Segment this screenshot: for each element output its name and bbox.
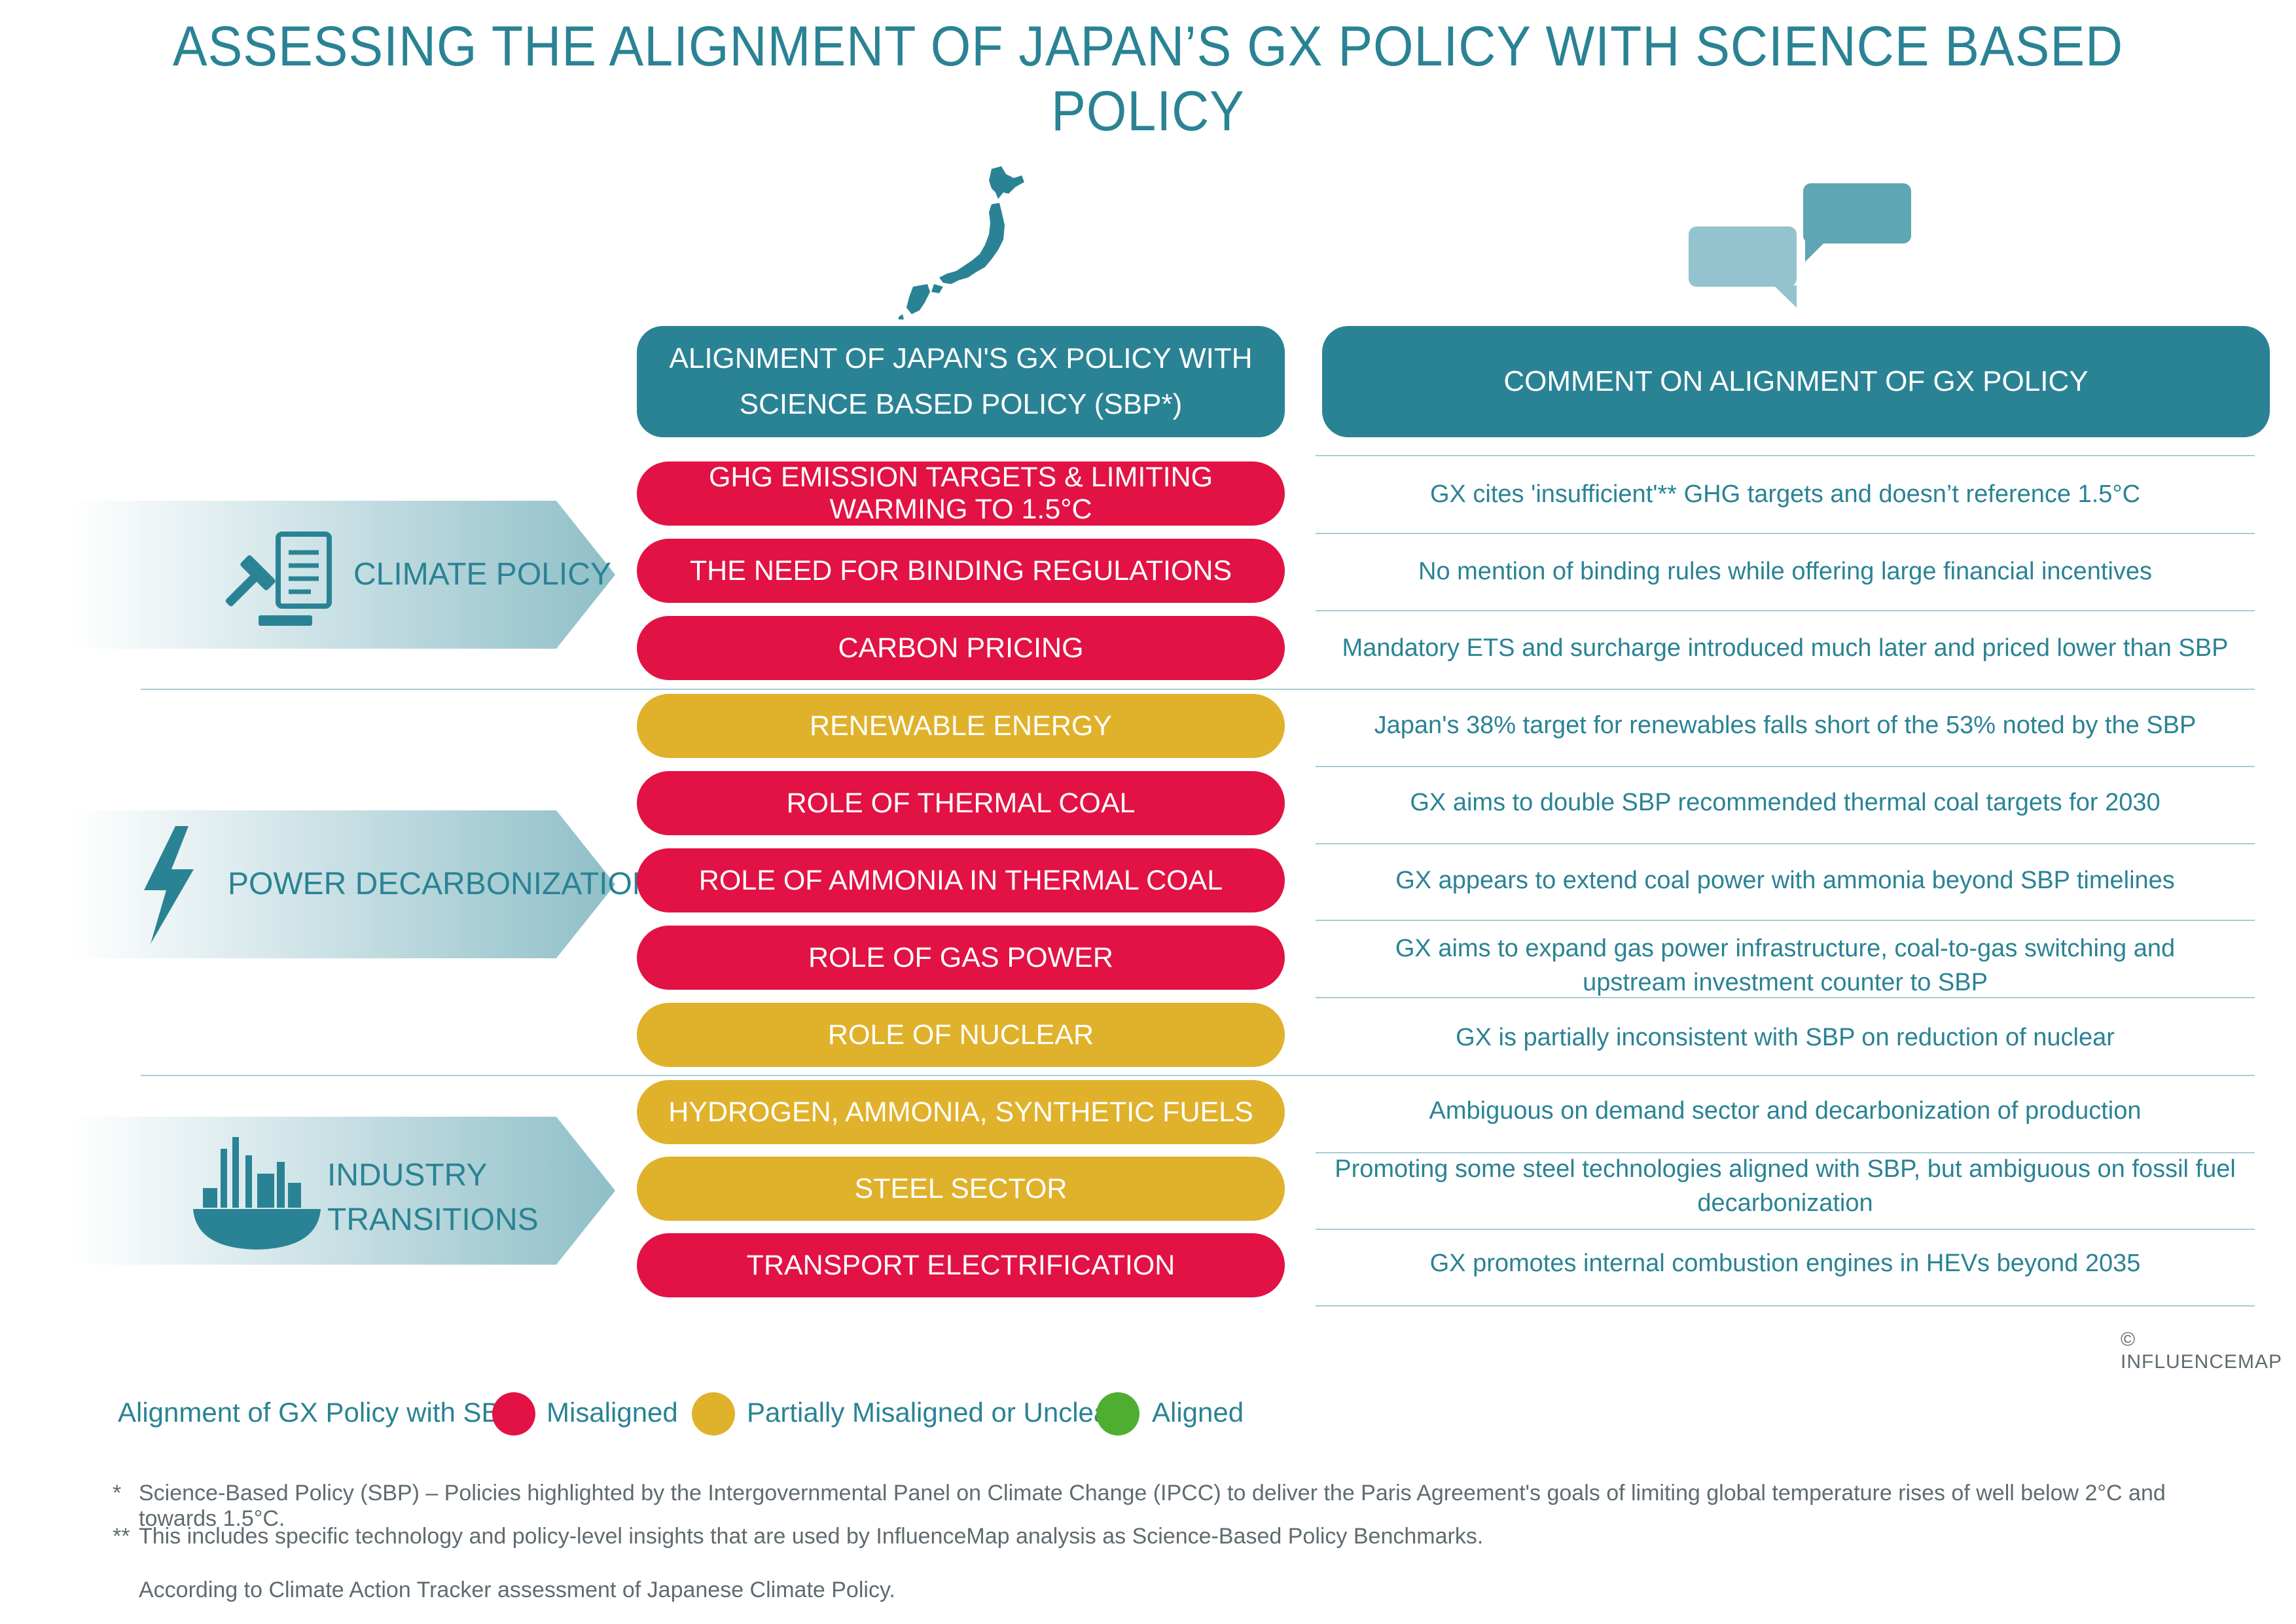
legend-label-aligned: Aligned xyxy=(1152,1397,1244,1428)
footnote-text: This includes specific technology and po… xyxy=(139,1524,1484,1549)
category-label-climate-policy: CLIMATE POLICY xyxy=(353,557,611,592)
comment-divider xyxy=(1316,843,2255,844)
policy-topic-pill: ROLE OF NUCLEAR xyxy=(637,1003,1285,1067)
policy-topic-pill: HYDROGEN, AMMONIA, SYNTHETIC FUELS xyxy=(637,1080,1285,1144)
comment-divider xyxy=(1316,766,2255,767)
category-label-power-decarbonization: POWER DECARBONIZATION xyxy=(228,867,655,901)
group-divider xyxy=(141,1075,2255,1076)
legend-label-partial: Partially Misaligned or Unclear xyxy=(747,1397,1119,1428)
footnote-marker: * xyxy=(113,1481,122,1506)
comment-divider xyxy=(1316,533,2255,534)
legend-dot-aligned xyxy=(1096,1392,1139,1435)
legend-dot-misaligned xyxy=(492,1392,535,1435)
policy-topic-pill: RENEWABLE ENERGY xyxy=(637,694,1285,758)
policy-topic-pill: ROLE OF GAS POWER xyxy=(637,926,1285,990)
comment-divider xyxy=(1316,455,2255,456)
policy-comment: GX is partially inconsistent with SBP on… xyxy=(1456,1024,2115,1051)
policy-comment: Ambiguous on demand sector and decarboni… xyxy=(1429,1097,2142,1125)
category-label-industry-transitions: INDUSTRY TRANSITIONS xyxy=(327,1158,539,1237)
copyright: © INFLUENCEMAP xyxy=(2121,1329,2283,1373)
comment-divider xyxy=(1316,1229,2255,1230)
policy-topic-pill: GHG EMISSION TARGETS & LIMITING WARMING … xyxy=(637,461,1285,526)
comment-divider xyxy=(1316,1152,2255,1153)
legend-label-misaligned: Misaligned xyxy=(547,1397,678,1428)
policy-comment: GX promotes internal combustion engines … xyxy=(1429,1250,2141,1277)
footnote-text: Science-Based Policy (SBP) – Policies hi… xyxy=(139,1481,2166,1531)
comment-divider xyxy=(1316,920,2255,921)
group-divider xyxy=(141,689,2255,690)
comment-column-header-label: COMMENT ON ALIGNMENT OF GX POLICY xyxy=(1503,365,2089,397)
policy-comment: GX aims to double SBP recommended therma… xyxy=(1410,789,2161,816)
policy-topic-pill: THE NEED FOR BINDING REGULATIONS xyxy=(637,539,1285,603)
policy-comment: GX aims to expand gas power infrastructu… xyxy=(1395,935,2176,996)
policy-comment: Japan's 38% target for renewables falls … xyxy=(1374,712,2197,739)
comment-divider xyxy=(1316,997,2255,998)
legend-title: Alignment of GX Policy with SBP: xyxy=(118,1397,526,1428)
policy-comment: GX appears to extend coal power with amm… xyxy=(1395,867,2175,894)
comment-divider xyxy=(1316,1305,2255,1307)
lightning-bolt-icon xyxy=(144,826,194,944)
japan-map-icon xyxy=(899,166,1024,319)
alignment-column-header-label: ALIGNMENT OF JAPAN'S GX POLICY WITH SCIE… xyxy=(669,342,1253,420)
policy-topic-pill: CARBON PRICING xyxy=(637,616,1285,680)
policy-comment: Mandatory ETS and surcharge introduced m… xyxy=(1342,634,2229,662)
footnote-marker: ** xyxy=(113,1524,130,1549)
policy-comment: No mention of binding rules while offeri… xyxy=(1418,558,2152,585)
legend-dot-partial xyxy=(692,1392,735,1435)
policy-comment: GX cites 'insufficient'** GHG targets an… xyxy=(1429,480,2141,508)
alignment-column-header: ALIGNMENT OF JAPAN'S GX POLICY WITH SCIE… xyxy=(637,326,1285,437)
policy-comment: Promoting some steel technologies aligne… xyxy=(1335,1155,2236,1217)
comment-divider xyxy=(1316,610,2255,611)
policy-topic-pill: STEEL SECTOR xyxy=(637,1157,1285,1221)
speech-bubbles-icon xyxy=(1689,183,1911,308)
factory-icon xyxy=(193,1137,321,1250)
category-band-power-decarbonization xyxy=(72,810,615,958)
policy-topic-pill: TRANSPORT ELECTRIFICATION xyxy=(637,1233,1285,1297)
comment-column-header: COMMENT ON ALIGNMENT OF GX POLICY xyxy=(1322,326,2270,437)
footnote-text: According to Climate Action Tracker asse… xyxy=(139,1578,895,1602)
policy-topic-pill: ROLE OF THERMAL COAL xyxy=(637,771,1285,835)
category-band-climate-policy xyxy=(72,501,615,649)
gavel-document-icon xyxy=(225,532,332,626)
page-title: ASSESSING THE ALIGNMENT OF JAPAN’S GX PO… xyxy=(172,15,2124,143)
policy-topic-pill: ROLE OF AMMONIA IN THERMAL COAL xyxy=(637,848,1285,912)
